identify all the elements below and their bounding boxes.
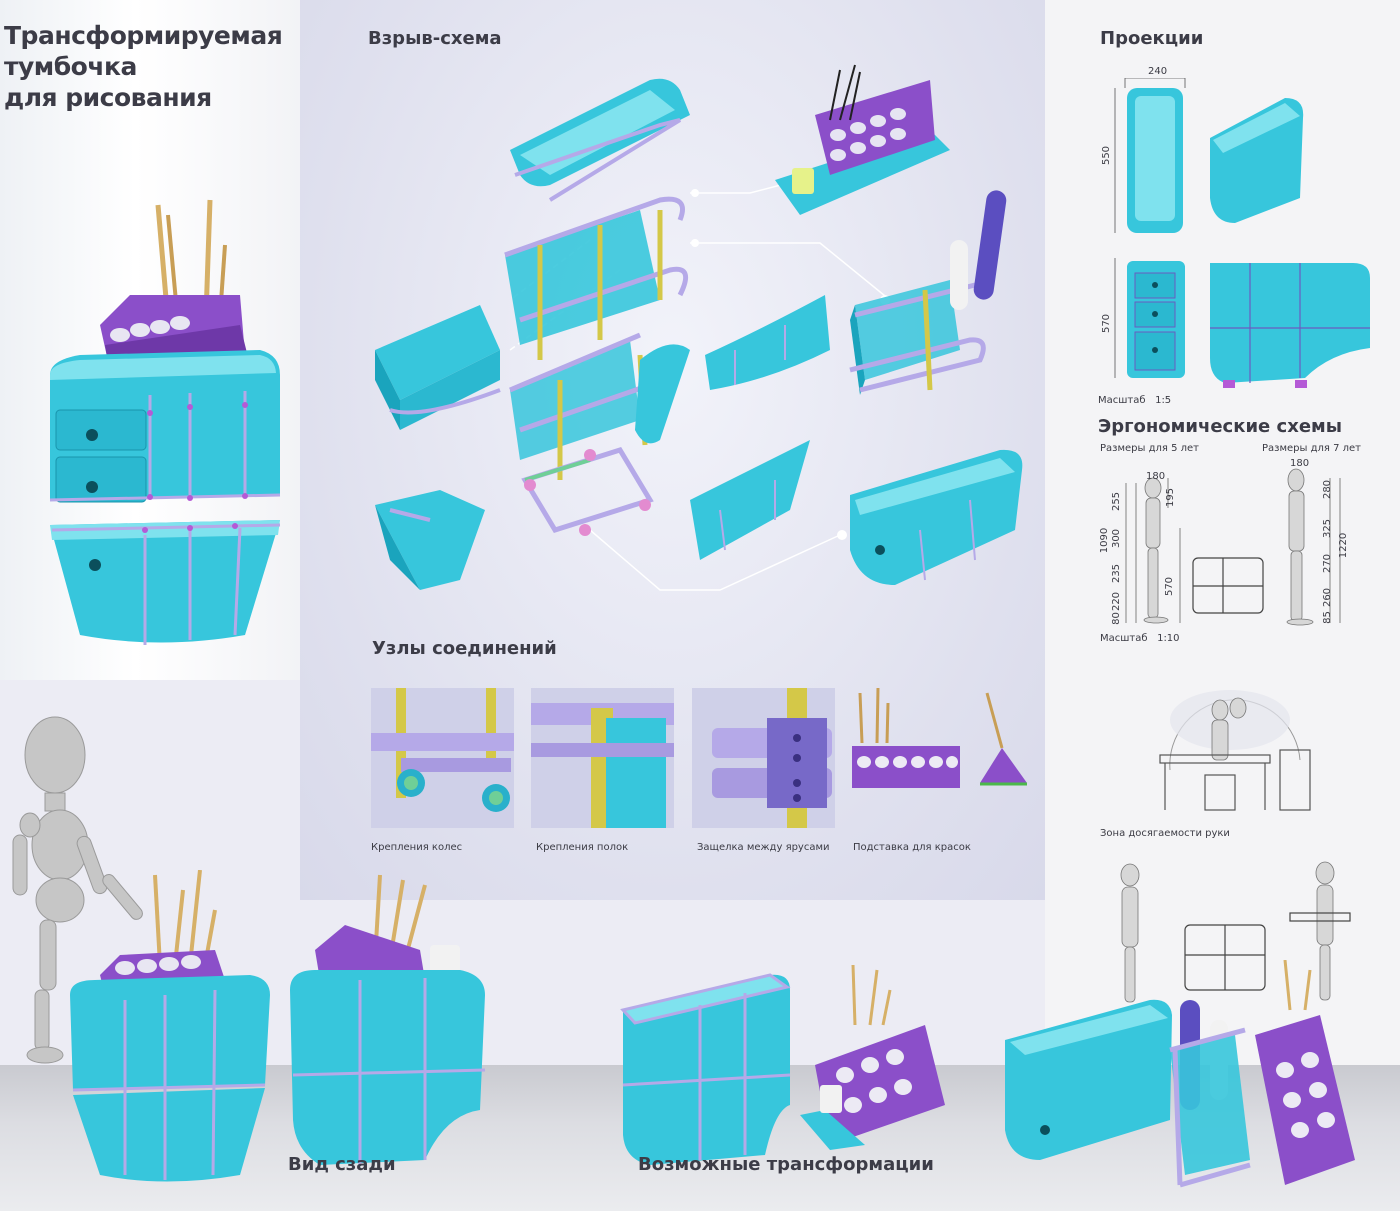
joints-title: Узлы соединений (372, 638, 557, 659)
c5-width: 180 (1146, 471, 1166, 482)
title-line-2: тумбочка (4, 52, 137, 81)
projections-title: Проекции (1100, 28, 1204, 49)
joint-caption-paint-stand: Подставка для красок (853, 842, 971, 853)
c7-seg4: 260 (1322, 587, 1334, 608)
c5-seg2: 300 (1111, 528, 1123, 549)
bin-module (375, 490, 485, 590)
c5-seg5: 80 (1110, 612, 1122, 625)
c7-seg3: 270 (1322, 553, 1334, 574)
projections-scale: Масштаб 1:5 (1098, 395, 1172, 406)
joint-caption-latch: Защелка между ярусами (697, 842, 830, 853)
main-title: Трансформируемая тумбочка для рисования (4, 20, 294, 113)
title-line-1: Трансформируемая (4, 21, 283, 50)
joint-latch-image (692, 688, 835, 828)
c7-seg1: 280 (1322, 479, 1334, 500)
c5-seg1: 255 (1111, 491, 1123, 512)
dim-width: 240 (1148, 66, 1168, 77)
transformation-bench-render (620, 965, 945, 1165)
c7-seg2: 325 (1322, 518, 1334, 539)
drawer-module (375, 305, 501, 430)
c7-seg5: 85 (1321, 611, 1333, 624)
joint-caption-wheels: Крепления колес (371, 842, 463, 853)
side-panels (690, 295, 830, 560)
c5-seg3: 235 (1111, 563, 1123, 584)
joint-caption-shelves: Крепления полок (536, 842, 629, 853)
cabinet-front-render (70, 870, 270, 1182)
ergonomics-scale: Масштаб 1:10 (1100, 633, 1180, 644)
hero-cabinet-render (49, 199, 281, 645)
cabinet-rear-render (290, 874, 486, 1165)
rear-view-title: Вид сзади (288, 1154, 396, 1175)
c7-total: 1220 (1338, 532, 1350, 559)
ergonomic-side-drawing (1120, 861, 1351, 1003)
bottom-module (850, 449, 1023, 585)
ergonomics-drawing (1125, 468, 1341, 626)
sizes-5-label: Размеры для 5 лет (1100, 443, 1200, 454)
cabinet-height: 570 (1164, 576, 1176, 597)
reach-zone-drawing (1159, 690, 1311, 811)
joint-shelves-image (531, 688, 674, 828)
joint-paint-stand-image (852, 688, 1027, 788)
wheel-base (521, 447, 654, 536)
joint-wheels-image (371, 688, 514, 828)
c5-seg4: 220 (1111, 591, 1123, 612)
c7-width: 180 (1290, 458, 1310, 469)
sizes-7-label: Размеры для 7 лет (1262, 443, 1362, 454)
reach-zone-caption: Зона досягаемости руки (1100, 828, 1230, 839)
top-tray (510, 78, 690, 202)
ergonomics-title: Эргономические схемы (1098, 416, 1343, 437)
title-line-3: для рисования (4, 83, 212, 112)
lower-frame (509, 332, 690, 480)
projections-drawings (1114, 78, 1370, 388)
exploded-title: Взрыв-схема (368, 28, 502, 49)
storage-module (849, 190, 1007, 395)
exploded-diagram (375, 64, 1023, 591)
mannequin-render (12, 716, 143, 1064)
upper-frame (504, 196, 689, 360)
c5-total: 1090 (1099, 527, 1111, 554)
paint-tray (775, 64, 950, 215)
c5-head: 195 (1165, 487, 1177, 508)
transformation-modules-render (1005, 960, 1355, 1188)
transformations-title: Возможные трансформации (638, 1154, 934, 1175)
